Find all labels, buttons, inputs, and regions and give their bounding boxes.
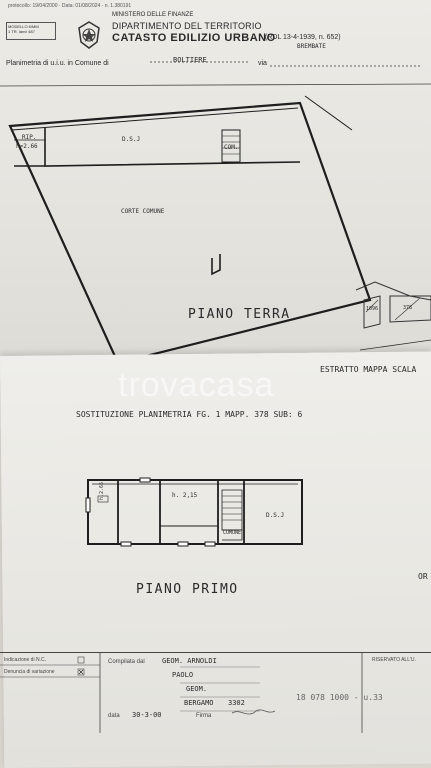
parcel-b-label: 378 [403, 305, 413, 311]
department-name: DIPARTIMENTO DEL TERRITORIO [112, 21, 262, 31]
ground-com-label: COM. [224, 144, 239, 151]
parcel-a-label: 1096 [366, 306, 379, 312]
first-com-label: COMUNE [223, 530, 242, 536]
map-extract-label: ESTRATTO MAPPA SCALA [320, 365, 417, 374]
ground-floor-title: PIANO TERRA [188, 307, 291, 322]
watermark-text: trovacasa [118, 366, 275, 404]
ground-floor-plan [0, 61, 431, 365]
footer-grid [0, 653, 363, 733]
top-reference-line: protocollo: 19/04/2000 · Data: 01/08/202… [8, 3, 132, 9]
name-value: PAOLO [172, 671, 194, 679]
model-stamp-box: MODELLO 6/MM 1 TR. lanvi 487 [6, 22, 56, 40]
rip-height: h=2.66 [16, 143, 38, 150]
ministry-name: MINISTERO DELLE FINANZE [112, 12, 194, 18]
data-value: 30-3-00 [132, 711, 162, 719]
footer-table: Indicazione di N.C. Denuncia di variazio… [0, 652, 431, 733]
catasto-title: CATASTO EDILIZIO URBANO [112, 32, 276, 44]
comune-value: BOLTIERE [173, 56, 207, 64]
republic-emblem-icon [78, 21, 100, 49]
upper-sheet: protocollo: 19/04/2000 · Data: 01/08/202… [0, 0, 431, 372]
rip-label: RIP. [22, 134, 37, 141]
rdl-reference: (RDL 13-4-1939, n. 652) [265, 34, 341, 41]
firma-label: Firma [196, 713, 212, 719]
denuncia-label: Denuncia di variazione [4, 669, 55, 675]
first-room-height-a: h.2.65 [99, 481, 105, 500]
substitution-text: SOSTITUZIONE PLANIMETRIA FG. 1 MAPP. 378… [76, 410, 303, 419]
compilata-label: Compilata dal [108, 659, 145, 665]
riservato-code: 18 078 1000 - u.33 [296, 693, 383, 702]
provincia-value: BERGAMO [184, 699, 214, 707]
stamp-line-1: MODELLO 6/MM [8, 24, 39, 29]
first-floor-title: PIANO PRIMO [136, 582, 239, 597]
city-note: BREMBATE [297, 43, 326, 50]
indicazione-label: Indicazione di N.C. [4, 657, 46, 663]
data-label: data [108, 713, 120, 719]
first-room-height-b: h. 2,15 [172, 492, 198, 499]
compilata-value: GEOM. ARNOLDI [162, 657, 217, 665]
first-dsj-label: D.S.J [266, 512, 285, 519]
first-floor-side-note: OR [418, 572, 428, 581]
ground-dsj-label: D.S.J [122, 136, 141, 143]
via-label: via [258, 60, 267, 67]
stamp-line-2: 1 TR. lanvi 487 [8, 29, 35, 34]
numero-value: 3302 [228, 699, 245, 707]
corte-comune-label: CORTE COMUNE [121, 208, 165, 215]
riservato-label: RISERVATO ALL'U. [372, 657, 416, 663]
title-value: GEOM. [186, 685, 208, 693]
first-floor-plan [85, 477, 303, 547]
planimetria-label: Planimetria di u.i.u. in Comune di [6, 60, 109, 67]
